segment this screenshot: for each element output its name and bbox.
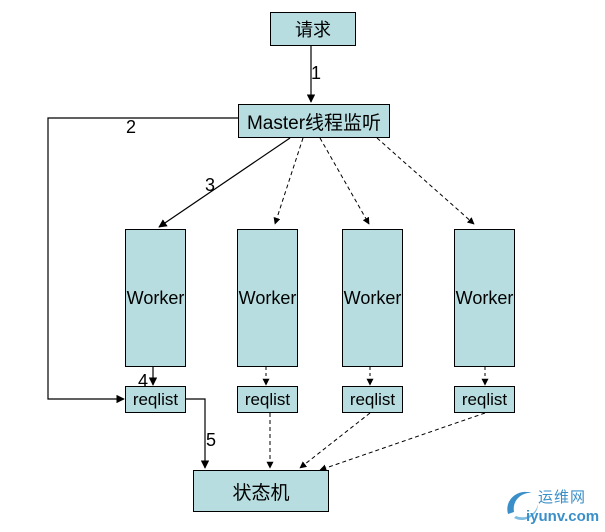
reqlist-node: reqlist: [342, 386, 403, 413]
arrow-master-to-reqlist-1: [47, 117, 238, 404]
arrow-master-to-worker-4: [376, 137, 475, 225]
arrow-reqlist-3-to-state-machine: [299, 412, 371, 469]
worker-node: Worker: [342, 229, 403, 367]
arrow-master-to-worker-3: [319, 137, 370, 225]
step-label-2: 2: [126, 117, 137, 137]
reqlist-node: reqlist: [125, 386, 186, 413]
request-node: 请求: [270, 12, 356, 46]
watermark-url: iyunv.com: [526, 508, 600, 525]
arrow-master-to-worker-1: [158, 137, 291, 228]
step-label-1: 1: [311, 63, 322, 83]
worker-node: Worker: [125, 229, 186, 367]
watermark: 运维网 iyunv.com: [500, 482, 605, 532]
step-label-4: 4: [138, 371, 149, 391]
arrow-reqlist-1-to-state-machine: [186, 398, 210, 469]
worker-node: Worker: [237, 229, 298, 367]
master-listener-node: Master线程监听: [238, 104, 390, 138]
reqlist-node: reqlist: [454, 386, 515, 413]
step-label-5: 5: [206, 430, 217, 450]
arrow-reqlist-4-to-state-machine: [319, 412, 486, 472]
step-label-3: 3: [205, 175, 216, 195]
swirl-logo-icon: [507, 491, 538, 521]
arrow-master-to-worker-2: [273, 137, 304, 225]
watermark-cn: 运维网: [538, 489, 587, 506]
worker-node: Worker: [454, 229, 515, 367]
reqlist-node: reqlist: [237, 386, 298, 413]
state-machine-node: 状态机: [193, 470, 329, 512]
